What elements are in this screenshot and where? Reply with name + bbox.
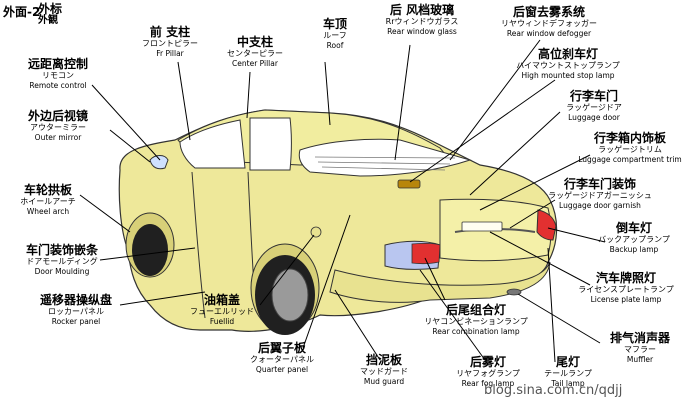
leader-garnish: [509, 199, 556, 229]
leader-remote: [91, 84, 161, 161]
leader-mud-guard: [334, 289, 381, 361]
leader-defogger: [449, 39, 541, 161]
leader-mirror: [109, 129, 151, 163]
leader-rear-fog: [419, 269, 486, 361]
outer-mirror: [149, 155, 169, 170]
leader-tail-lamp: [547, 247, 556, 363]
leader-roof: [324, 61, 331, 126]
leader-rear-combination: [424, 257, 446, 301]
leader-license-lamp: [489, 231, 591, 286]
muffler-tip: [506, 288, 522, 296]
leader-luggage-trim: [479, 154, 591, 211]
leader-quarter-panel: [302, 214, 351, 349]
page-title-jp: 外観: [38, 14, 58, 26]
rear-side-window: [249, 117, 292, 171]
defogger-line-2: [317, 161, 451, 165]
rear-bumper: [329, 261, 551, 303]
page-number: 外面-2: [3, 5, 41, 19]
high-stop-lamp: [397, 179, 421, 189]
leader-fuel-lid: [259, 234, 315, 306]
front-side-window: [179, 119, 246, 169]
leader-door-moulding: [99, 247, 196, 261]
leader-luggage-door: [469, 111, 561, 196]
leader-front-pillar: [177, 61, 191, 141]
leader-rear-window: [394, 44, 411, 161]
leader-wheel-arch: [79, 194, 131, 233]
leader-muffler: [517, 293, 601, 344]
leader-stop-lamp: [409, 79, 556, 183]
defogger-line-1: [314, 156, 456, 159]
defogger-line-3: [321, 166, 446, 171]
license-plate-area: [461, 221, 503, 232]
page-title: 外标 外観: [38, 3, 62, 26]
leader-backup-lamp: [547, 227, 606, 243]
rear-lamp-right: [536, 209, 557, 241]
front-tire: [132, 224, 168, 276]
rear-rim: [271, 268, 309, 322]
leader-lines: [79, 39, 606, 363]
leader-rocker-panel: [119, 291, 206, 306]
leader-center-pillar: [246, 71, 251, 119]
door-line-front: [191, 171, 206, 319]
rear-lamp-left-red: [411, 242, 441, 265]
page-title-zh: 外标: [38, 2, 63, 16]
fuel-lid: [310, 226, 322, 238]
watermark: blog.sina.com.cn/qdjj: [484, 383, 623, 398]
